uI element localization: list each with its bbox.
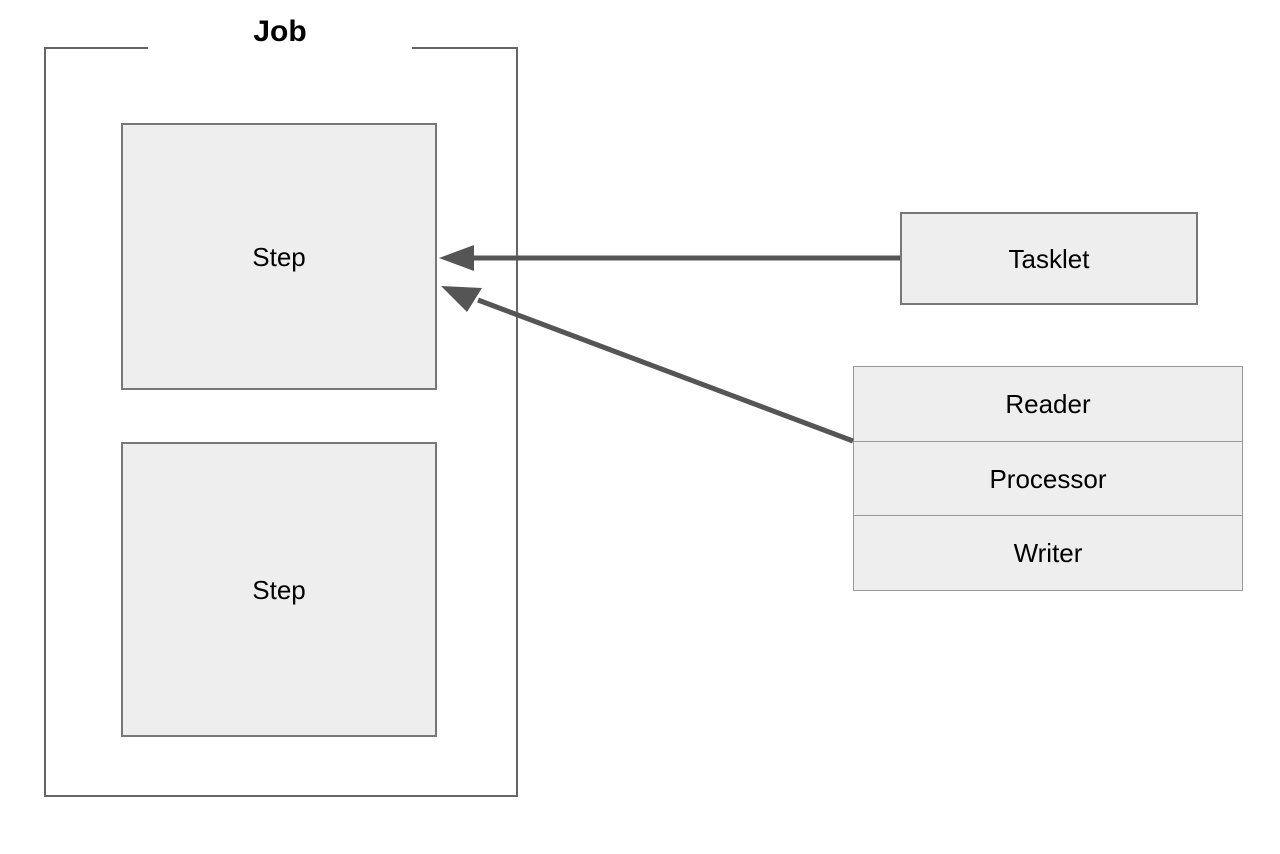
chunk-connector-shaft [477, 297, 854, 444]
processor-label: Processor [989, 463, 1107, 494]
step-box-2[interactable]: Step [121, 442, 437, 737]
job-title: Job [253, 15, 307, 48]
chunk-stack: Reader Processor Writer [853, 366, 1243, 591]
chunk-row-writer[interactable]: Writer [854, 516, 1242, 590]
tasklet-label: Tasklet [1008, 243, 1090, 274]
chunk-row-reader[interactable]: Reader [854, 367, 1242, 442]
step-box-1-label: Step [252, 241, 306, 272]
tasklet-box[interactable]: Tasklet [900, 212, 1198, 305]
step-box-1[interactable]: Step [121, 123, 437, 390]
job-title-notch [148, 40, 412, 54]
writer-label: Writer [1013, 538, 1083, 569]
step-box-2-label: Step [252, 574, 306, 605]
chunk-row-processor[interactable]: Processor [854, 442, 1242, 517]
reader-label: Reader [1005, 388, 1091, 419]
